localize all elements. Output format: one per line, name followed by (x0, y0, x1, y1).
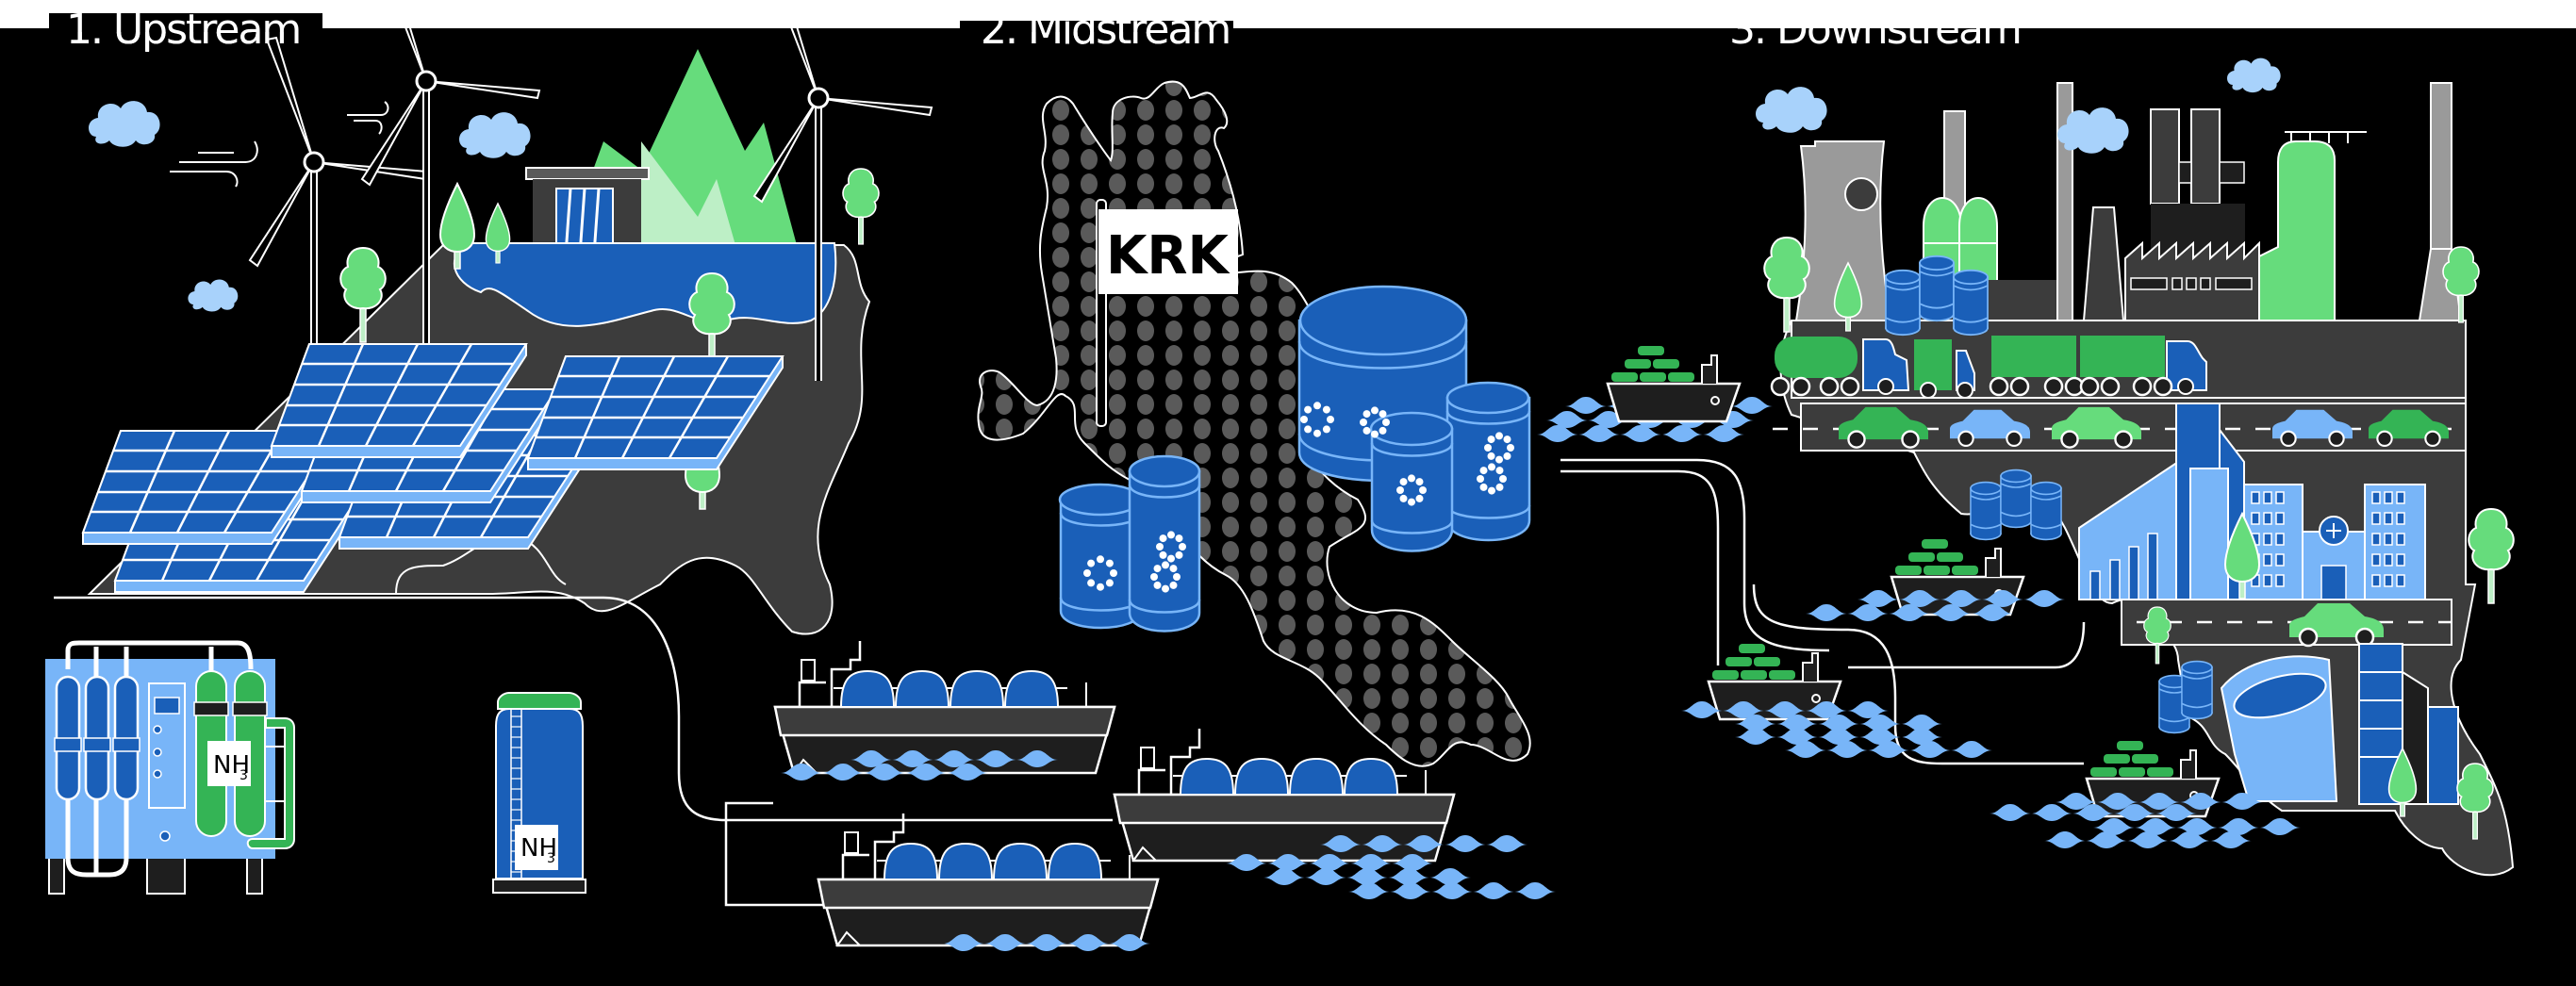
stadium-icon (2220, 643, 2494, 840)
solar-panel-icon (338, 434, 596, 551)
cloud-icon (89, 101, 160, 147)
ammonia-tank-label: NH (520, 834, 557, 863)
downstream-scene (1560, 58, 2515, 877)
terminal-flag-label: KRK (1106, 225, 1231, 287)
upstream-title-tab (49, 13, 322, 32)
upstream-scene: NH 3 NH 3 (45, 0, 932, 895)
solar-panel-icon (113, 477, 372, 594)
storage-tank-icon (1128, 454, 1201, 633)
tree-icon (2143, 606, 2171, 665)
container-ship-icon (1606, 344, 1742, 423)
reservoir-lake (453, 242, 837, 327)
gas-carrier-ship-icon (773, 639, 1116, 775)
green-reactor-tower (2258, 131, 2367, 321)
ammonia-synthesis-plant-icon: NH 3 (45, 640, 295, 895)
ammonia-plant-label: NH (213, 751, 250, 780)
top-banner (0, 0, 2576, 28)
section-title-midstream-visible: 2. Midstream (981, 6, 1230, 54)
midstream-title-tab (960, 21, 1233, 32)
cloud-icon (1756, 87, 1827, 133)
ammonia-tank-label-subscript: 3 (547, 851, 555, 866)
cloud-icon (188, 279, 239, 312)
chimney-icon (2418, 82, 2463, 321)
truck-icon (1770, 337, 1910, 397)
truck-icon (1914, 339, 1975, 399)
cloud-icon (2227, 58, 2281, 93)
midstream-scene: KRK (724, 80, 1773, 951)
gas-carrier-ship-icon (817, 812, 1160, 947)
storage-tank-icon (1445, 381, 1531, 542)
storage-tank-icon: NH 3 (492, 692, 586, 894)
hospital-icon (2302, 516, 2366, 600)
section-title-upstream-visible: 1. Upstream (66, 6, 301, 54)
hydro-dam-icon (525, 167, 650, 255)
distribution-lines (1560, 458, 2086, 765)
molecule-pattern (1083, 402, 1514, 593)
wind-gust-icon (170, 101, 389, 188)
storage-tank-icon (1058, 483, 1143, 630)
truck-icon (1989, 336, 2207, 397)
ammonia-plant-label-subscript: 3 (239, 768, 248, 783)
tree-icon (842, 168, 880, 245)
pipeline (54, 596, 727, 822)
terminal-flag: KRK (1096, 199, 1238, 427)
storage-tank-icon (1369, 411, 1454, 552)
cloud-icon (459, 112, 531, 158)
pipeline (724, 801, 1113, 907)
tree-icon (2468, 508, 2515, 604)
city-district (2078, 403, 2515, 604)
factory-icon (2124, 240, 2260, 321)
solar-panel-icon (526, 354, 784, 471)
